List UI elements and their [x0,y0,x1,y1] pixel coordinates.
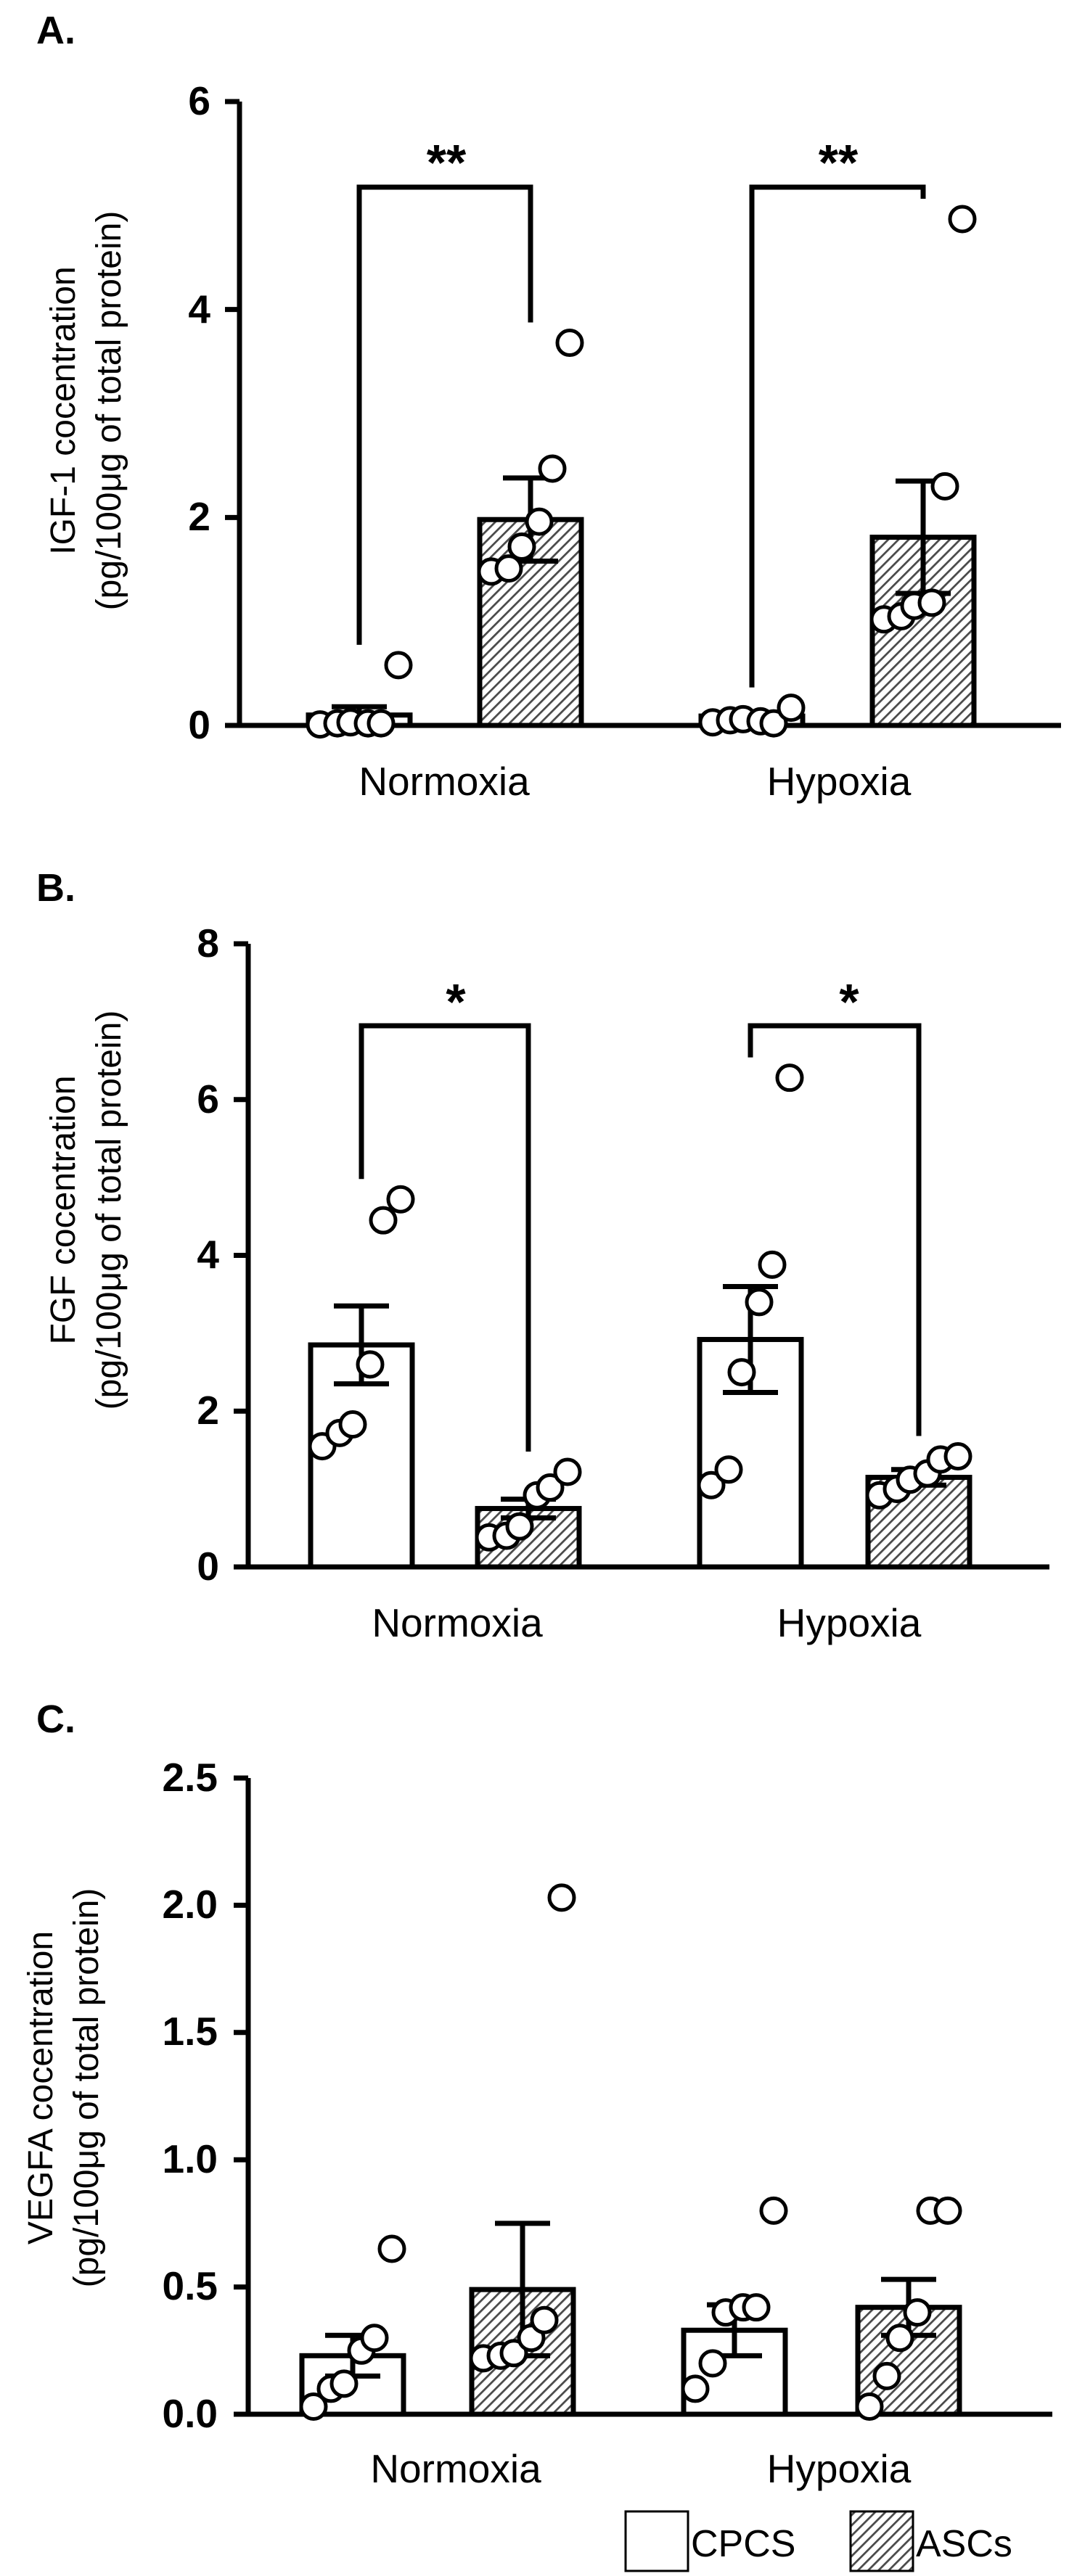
data-point [872,2361,901,2390]
panel-label-c: C. [36,1698,75,1741]
significance-label: * [446,974,466,1030]
plot-layer [225,99,1061,2421]
y-tick-label: 6 [188,78,210,123]
significance-bracket [359,1023,531,1452]
legend: CPCS ASCs [624,2510,1012,2572]
data-point [338,1410,367,1439]
legend-swatch-ascs [849,2510,914,2572]
data-point [536,1473,565,1502]
data-point [943,1442,972,1471]
y-tick-label: 0.0 [163,2391,218,2436]
y-tick-label: 2.0 [163,1882,218,1927]
significance-label: ** [819,134,859,191]
y-tick-label: 0.5 [163,2263,218,2308]
data-point [386,1185,415,1214]
data-point [759,2196,788,2225]
data-point [360,2324,389,2353]
panel-label-b: B. [36,866,75,910]
y-tick-label: 1.0 [163,2136,218,2181]
data-point [697,1470,726,1499]
data-point [329,2369,359,2398]
data-point [505,1512,534,1541]
panel-label-a: A. [36,9,75,52]
y-tick-label: 2 [197,1388,219,1433]
data-point [507,532,536,561]
data-point [377,2234,406,2263]
legend-label-ascs: ASCs [916,2523,1012,2565]
y-tick-label: 8 [197,921,219,966]
data-point [525,507,554,536]
y-tick-label: 2 [188,494,210,539]
data-point [681,2374,710,2403]
data-point [775,1063,804,1092]
data-point [777,694,806,723]
x-category-label: Normoxia [359,759,530,804]
y-tick-label: 1.5 [163,2009,218,2054]
x-category-label: Normoxia [370,2446,541,2491]
data-point [530,2305,559,2334]
x-category-label: Hypoxia [767,2446,912,2491]
data-point [917,588,946,617]
data-point [299,2392,328,2421]
data-point [948,205,977,234]
y-tick-label: 0 [197,1544,219,1589]
data-point [356,1350,385,1379]
data-point [745,1288,774,1317]
significance-bracket [356,184,533,645]
data-point [698,2349,727,2378]
x-category-label: Normoxia [372,1600,543,1645]
y-tick-label: 4 [197,1232,219,1277]
data-point [727,1358,756,1387]
data-point [553,1457,582,1486]
significance-bracket [749,184,926,688]
legend-swatch-cpcs [624,2510,689,2572]
y-tick-label: 6 [197,1077,219,1122]
data-point [547,1883,576,1912]
significance-bracket [748,1023,922,1436]
data-point [538,454,567,483]
data-point [759,709,788,738]
data-point [933,2196,962,2225]
data-point [930,472,959,501]
significance-label: * [839,974,859,1030]
data-point [555,329,584,358]
y-axis-label-a-line1: IGF-1 cocentration [44,266,83,555]
data-point [494,554,523,583]
y-axis-label-b-line2: (pg/100μg of total protein) [90,1011,128,1410]
data-point [885,2324,914,2353]
y-axis-label-b-line1: FGF cocentration [44,1076,83,1345]
data-point [903,2298,932,2327]
data-point [855,2392,884,2421]
y-axis-label-a-line2: (pg/100μg of total protein) [90,211,128,611]
data-point [384,651,413,680]
data-point [369,1206,398,1235]
legend-label-cpcs: CPCS [691,2523,795,2565]
data-point [758,1250,787,1279]
y-axis-label-c-line1: VEGFA cocentration [22,1931,60,2244]
data-point [742,2293,771,2322]
x-category-label: Hypoxia [767,759,912,804]
x-category-label: Hypoxia [777,1600,922,1645]
y-axis-label-c-line2: (pg/100μg of total protein) [67,1888,106,2288]
data-point [499,2339,528,2368]
y-tick-label: 4 [188,287,210,332]
significance-label: ** [427,134,467,191]
y-tick-label: 0 [188,702,210,747]
y-tick-label: 2.5 [163,1755,218,1800]
data-point [714,1455,743,1484]
data-point [366,709,396,738]
